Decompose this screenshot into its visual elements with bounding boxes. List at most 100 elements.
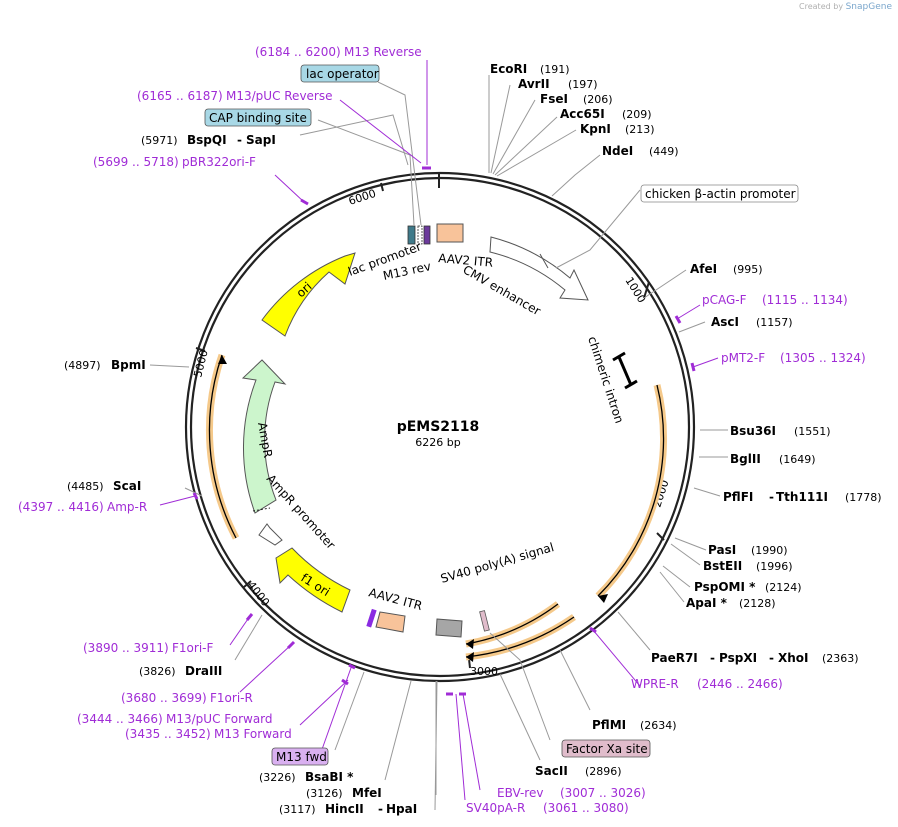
site-pasi-pos: (1990) <box>751 544 788 557</box>
primer-sv40pa-r[interactable]: SV40pA-R (3061 .. 3080) <box>466 801 629 815</box>
primer-m13puc-forward-name: M13/pUC Forward <box>166 712 273 726</box>
site-bsu36i-name: Bsu36I <box>730 424 776 438</box>
site-fsei[interactable]: FseI (206) <box>540 92 613 106</box>
primer-m13puc-reverse[interactable]: (6165 .. 6187) M13/pUC Reverse <box>137 89 333 103</box>
primer-pmt2-f-range: (1305 .. 1324) <box>780 351 866 365</box>
primer-ebv-rev[interactable]: EBV-rev (3007 .. 3026) <box>497 786 646 800</box>
site-avrii[interactable]: AvrII (197) <box>518 77 598 91</box>
site-bsteii[interactable]: BstEII (1996) <box>703 559 793 573</box>
primer-pbr322ori-f[interactable]: (5699 .. 5718) pBR322ori-F <box>93 155 256 169</box>
site-pspomi[interactable]: PspOMI * (2124) <box>694 580 802 594</box>
primer-wpre-r-name: WPRE-R <box>631 677 679 691</box>
site-draiii[interactable]: (3826) DraIII <box>139 664 222 678</box>
primer-m13puc-forward-range: (3444 .. 3466) <box>77 712 163 726</box>
aav2-itr-top-label: AAV2 ITR <box>438 251 494 270</box>
site-pflmi[interactable]: PflMI (2634) <box>592 718 677 732</box>
primer-f1ori-r[interactable]: (3680 .. 3699) F1ori-R <box>121 691 253 705</box>
site-avrii-pos: (197) <box>568 78 598 91</box>
m13-fwd-box[interactable]: M13 fwd <box>271 747 329 766</box>
site-bspqi-dash: - <box>237 133 242 147</box>
lac-promoter-feature[interactable] <box>407 225 416 245</box>
orf-right-feature[interactable] <box>595 384 667 603</box>
primer-ebv-rev-range: (3007 .. 3026) <box>560 786 646 800</box>
primer-amp-r-name: Amp-R <box>107 500 147 514</box>
chicken-actin-promoter-box[interactable]: chicken β-actin promoter <box>640 184 799 203</box>
primer-wpre-r[interactable]: WPRE-R (2446 .. 2466) <box>631 677 783 691</box>
factor-xa-site-box-label: Factor Xa site <box>566 742 648 756</box>
site-bsu36i[interactable]: Bsu36I (1551) <box>730 424 831 438</box>
primer-m13-reverse-range: (6184 .. 6200) <box>255 45 341 59</box>
site-ndei[interactable]: NdeI (449) <box>602 144 679 158</box>
site-hincii[interactable]: (3117) HincII - HpaI <box>279 802 417 816</box>
site-pasi[interactable]: PasI (1990) <box>708 543 788 557</box>
factor-xa-site-box[interactable]: Factor Xa site <box>561 739 651 758</box>
site-paer7i[interactable]: PaeR7I - PspXI - XhoI (2363) <box>651 651 859 665</box>
primer-ebv-rev-name: EBV-rev <box>497 786 543 800</box>
site-bglii-name: BglII <box>730 452 761 466</box>
site-apai[interactable]: ApaI * (2128) <box>686 596 776 610</box>
m13-fwd-box-label: M13 fwd <box>276 750 327 764</box>
site-pflfi[interactable]: PflFI - Tth111I (1778) <box>723 490 882 504</box>
site-asci[interactable]: AscI (1157) <box>711 315 793 329</box>
site-paer7i-name3: XhoI <box>778 651 809 665</box>
site-afei[interactable]: AfeI (995) <box>690 262 763 276</box>
primer-pbr322ori-f-name: pBR322ori-F <box>182 155 256 169</box>
primer-pmt2-f[interactable]: pMT2-F (1305 .. 1324) <box>721 351 866 365</box>
ori-feature[interactable] <box>261 252 356 337</box>
site-ecori[interactable]: EcoRI (191) <box>490 62 570 76</box>
orf-bottom-feature[interactable] <box>465 601 576 662</box>
site-pspomi-pos: (2124) <box>765 581 802 594</box>
cap-binding-site-box-label: CAP binding site <box>209 111 307 125</box>
site-acc65i[interactable]: Acc65I (209) <box>560 107 652 121</box>
primer-pcag-f[interactable]: pCAG-F (1115 .. 1134) <box>702 293 848 307</box>
site-bspqi[interactable]: (5971) BspQI - SapI <box>141 133 276 147</box>
site-sacii[interactable]: SacII (2896) <box>535 764 622 778</box>
site-ndei-name: NdeI <box>602 144 633 158</box>
ampr-feature[interactable] <box>241 359 287 514</box>
primer-f1ori-r-range: (3680 .. 3699) <box>121 691 207 705</box>
site-bspqi-name: BspQI <box>187 133 227 147</box>
site-mfei[interactable]: (3126) MfeI <box>306 786 382 800</box>
ampr-promoter-feature[interactable] <box>258 523 283 546</box>
aav2-itr-bottom-feature[interactable] <box>375 611 406 633</box>
f1-ori-feature[interactable] <box>275 547 351 613</box>
lac-operator-feature[interactable] <box>417 225 423 245</box>
orf-left-feature[interactable] <box>205 353 240 540</box>
site-bsabi[interactable]: (3226) BsaBI * <box>259 770 354 784</box>
sv40-feature[interactable] <box>435 618 463 638</box>
site-bpmi-pos: (4897) <box>64 359 101 372</box>
site-pflfi-pos: (1778) <box>845 491 882 504</box>
primer-sv40pa-r-range: (3061 .. 3080) <box>543 801 629 815</box>
site-paer7i-name2: PspXI <box>719 651 757 665</box>
site-sacii-pos: (2896) <box>585 765 622 778</box>
cmv-enhancer-feature[interactable] <box>489 236 589 301</box>
primer-m13-reverse[interactable]: (6184 .. 6200) M13 Reverse <box>255 45 422 59</box>
site-hincii-name2: HpaI <box>386 802 417 816</box>
primer-m13puc-forward[interactable]: (3444 .. 3466) M13/pUC Forward <box>77 712 273 726</box>
site-bspqi-pos: (5971) <box>141 134 178 147</box>
site-bglii[interactable]: BglII (1649) <box>730 452 816 466</box>
site-pflmi-name: PflMI <box>592 718 626 732</box>
primer-m13-forward[interactable]: (3435 .. 3452) M13 Forward <box>125 727 292 741</box>
primer-f1ori-f[interactable]: (3890 .. 3911) F1ori-F <box>83 641 213 655</box>
chimeric-intron-feature[interactable] <box>612 351 638 390</box>
aav2-itr-top-feature[interactable] <box>436 223 464 243</box>
site-mfei-name: MfeI <box>352 786 382 800</box>
lac-operator-box-label: lac operator <box>306 67 379 81</box>
site-bglii-pos: (1649) <box>779 453 816 466</box>
primer-m13puc-reverse-name: M13/pUC Reverse <box>226 89 333 103</box>
cap-binding-site-box[interactable]: CAP binding site <box>204 108 312 127</box>
site-pspomi-name: PspOMI * <box>694 580 756 594</box>
site-pflmi-pos: (2634) <box>640 719 677 732</box>
lac-operator-box[interactable]: lac operator <box>300 64 380 83</box>
site-asci-name: AscI <box>711 315 739 329</box>
site-ecori-name: EcoRI <box>490 62 527 76</box>
primer-amp-r[interactable]: (4397 .. 4416) Amp-R <box>18 500 147 514</box>
site-scai[interactable]: (4485) ScaI <box>67 479 141 493</box>
m13-rev-feature[interactable] <box>423 225 431 245</box>
site-bsabi-name: BsaBI * <box>305 770 354 784</box>
site-fsei-pos: (206) <box>583 93 613 106</box>
site-sacii-name: SacII <box>535 764 568 778</box>
site-bpmi[interactable]: (4897) BpmI <box>64 358 146 372</box>
site-kpni[interactable]: KpnI (213) <box>580 122 655 136</box>
